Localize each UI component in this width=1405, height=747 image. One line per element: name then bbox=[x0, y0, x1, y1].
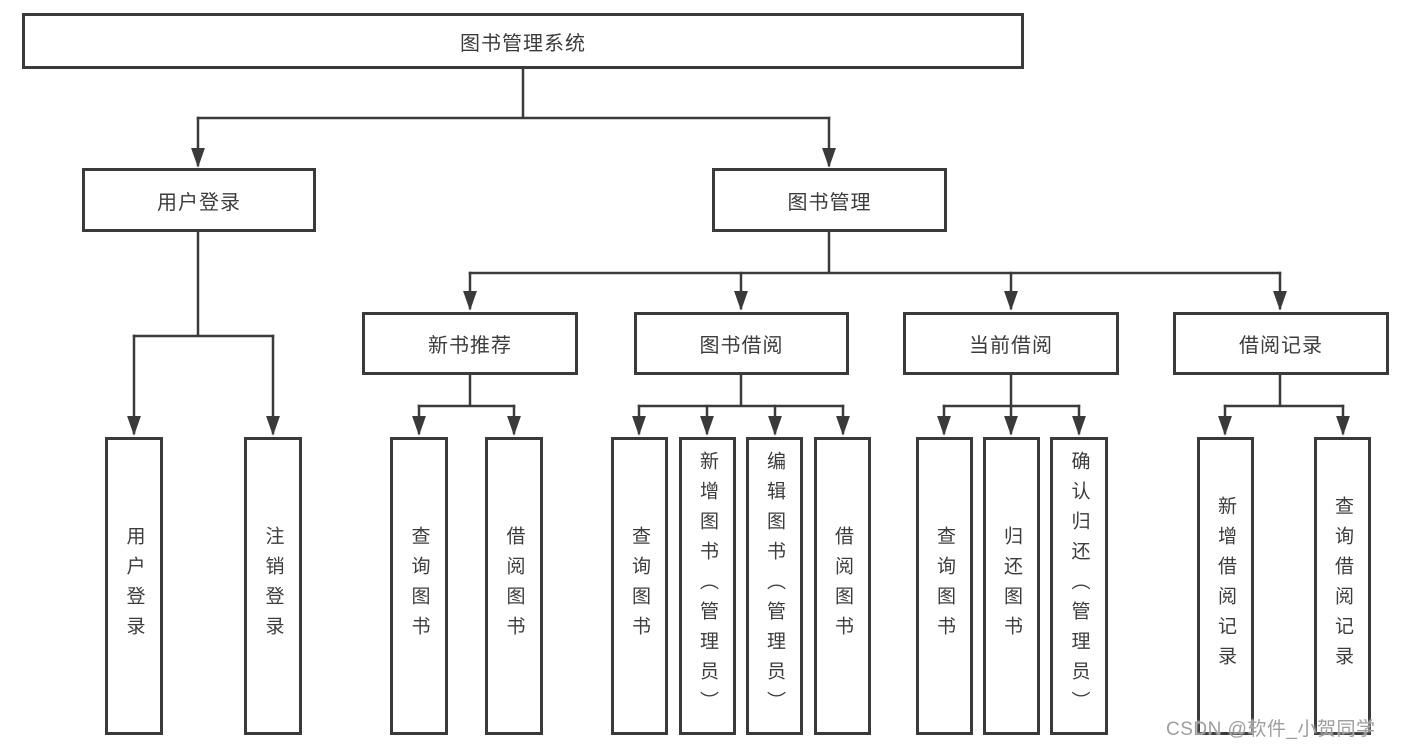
leaf-user-login: 用户登录 bbox=[105, 437, 163, 735]
leaf-return-books: 归还图书 bbox=[983, 437, 1040, 735]
node-borrowing-records: 借阅记录 bbox=[1173, 312, 1389, 375]
leaf-borrow-books: 借阅图书 bbox=[814, 437, 871, 735]
leaf-label: 注销登录 bbox=[262, 526, 284, 646]
leaf-query-books-recommend: 查询图书 bbox=[390, 437, 448, 735]
leaf-add-borrow-record: 新增借阅记录 bbox=[1197, 437, 1254, 735]
leaf-edit-books-admin: 编辑图书（管理员） bbox=[746, 437, 803, 735]
leaf-borrow-books-recommend: 借阅图书 bbox=[485, 437, 543, 735]
leaf-label: 归还图书 bbox=[1001, 526, 1022, 646]
leaf-label: 借阅图书 bbox=[832, 526, 853, 646]
node-book-borrowing: 图书借阅 bbox=[634, 312, 849, 375]
leaf-query-books-current: 查询图书 bbox=[916, 437, 973, 735]
node-label: 图书借阅 bbox=[699, 335, 784, 357]
node-label: 图书管理系统 bbox=[460, 32, 586, 55]
leaf-label: 查询借阅记录 bbox=[1332, 496, 1353, 676]
leaf-label: 借阅图书 bbox=[503, 526, 525, 646]
leaf-label: 查询图书 bbox=[934, 526, 955, 646]
node-label: 图书管理 bbox=[787, 191, 872, 214]
node-label: 借阅记录 bbox=[1239, 335, 1323, 357]
node-book-management: 图书管理 bbox=[712, 168, 947, 232]
leaf-logout: 注销登录 bbox=[244, 437, 302, 735]
node-library-management-system: 图书管理系统 bbox=[22, 13, 1024, 69]
node-current-borrowing: 当前借阅 bbox=[903, 312, 1119, 375]
leaf-label: 查询图书 bbox=[629, 526, 650, 646]
node-label: 用户登录 bbox=[157, 191, 241, 214]
csdn-watermark: CSDN @软件_小贺同学 bbox=[1166, 719, 1376, 740]
leaf-label: 用户登录 bbox=[123, 526, 145, 646]
node-user-login: 用户登录 bbox=[82, 168, 316, 232]
leaf-label: 新增借阅记录 bbox=[1215, 496, 1236, 676]
leaf-query-books-borrowing: 查询图书 bbox=[611, 437, 668, 735]
leaf-add-books-admin: 新增图书（管理员） bbox=[679, 437, 736, 735]
leaf-label: 新增图书（管理员） bbox=[697, 451, 718, 721]
node-new-book-recommend: 新书推荐 bbox=[362, 312, 578, 375]
leaf-label: 确认归还（管理员） bbox=[1068, 451, 1090, 721]
leaf-label: 查询图书 bbox=[408, 526, 430, 646]
node-label: 当前借阅 bbox=[969, 335, 1053, 357]
leaf-query-borrow-record: 查询借阅记录 bbox=[1314, 437, 1371, 735]
leaf-confirm-return-admin: 确认归还（管理员） bbox=[1050, 437, 1108, 735]
leaf-label: 编辑图书（管理员） bbox=[764, 451, 785, 721]
node-label: 新书推荐 bbox=[428, 335, 512, 357]
